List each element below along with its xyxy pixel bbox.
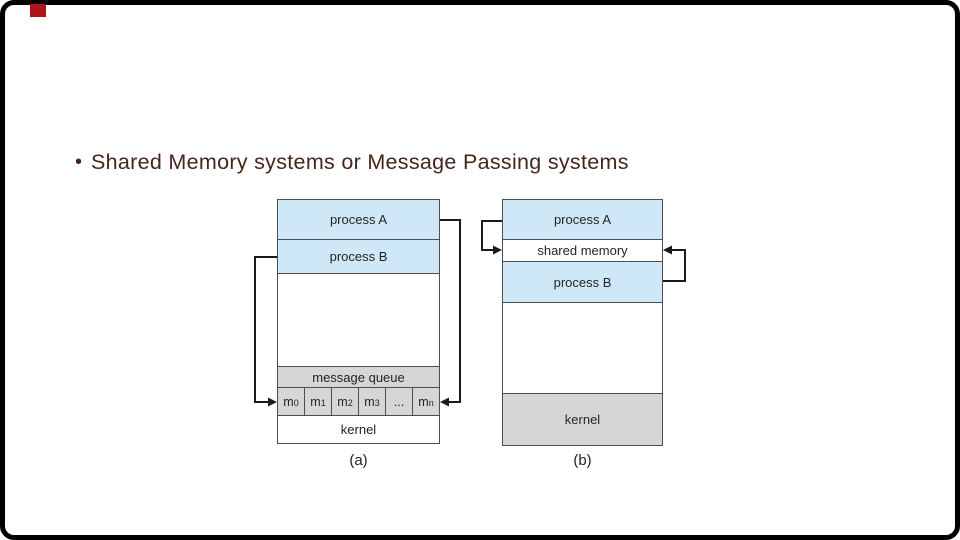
queue-cell-ellipsis: ... (386, 388, 413, 415)
slide-title-row: • Shared Memory systems or Message Passi… (75, 146, 935, 178)
arrowhead-b-right (663, 245, 672, 255)
arrowhead-a-right (440, 397, 449, 407)
empty-space-band (503, 303, 662, 394)
kernel-band: kernel (278, 416, 439, 443)
caption-a: (a) (349, 452, 368, 469)
kernel-band: kernel (503, 394, 662, 445)
arrowhead-b-left (493, 245, 502, 255)
process-a-band: process A (503, 200, 662, 240)
process-b-band: process B (278, 240, 439, 274)
bullet-icon: • (75, 151, 83, 173)
message-queue-band: message queue (278, 367, 439, 388)
red-accent-square (30, 4, 46, 17)
diagram-shared-memory: process A shared memory process B kernel (502, 199, 663, 446)
slide-title: Shared Memory systems or Message Passing… (91, 149, 629, 174)
process-a-band: process A (278, 200, 439, 240)
empty-space-band (278, 274, 439, 367)
connector-a-left (254, 256, 277, 403)
process-b-band: process B (503, 262, 662, 303)
connector-b-left (481, 220, 502, 251)
caption-b: (b) (573, 452, 592, 469)
connector-a-right (440, 219, 461, 403)
connector-b-right (663, 249, 686, 282)
shared-memory-band: shared memory (503, 240, 662, 262)
arrowhead-a-left (268, 397, 277, 407)
connector-arrows (254, 219, 686, 407)
